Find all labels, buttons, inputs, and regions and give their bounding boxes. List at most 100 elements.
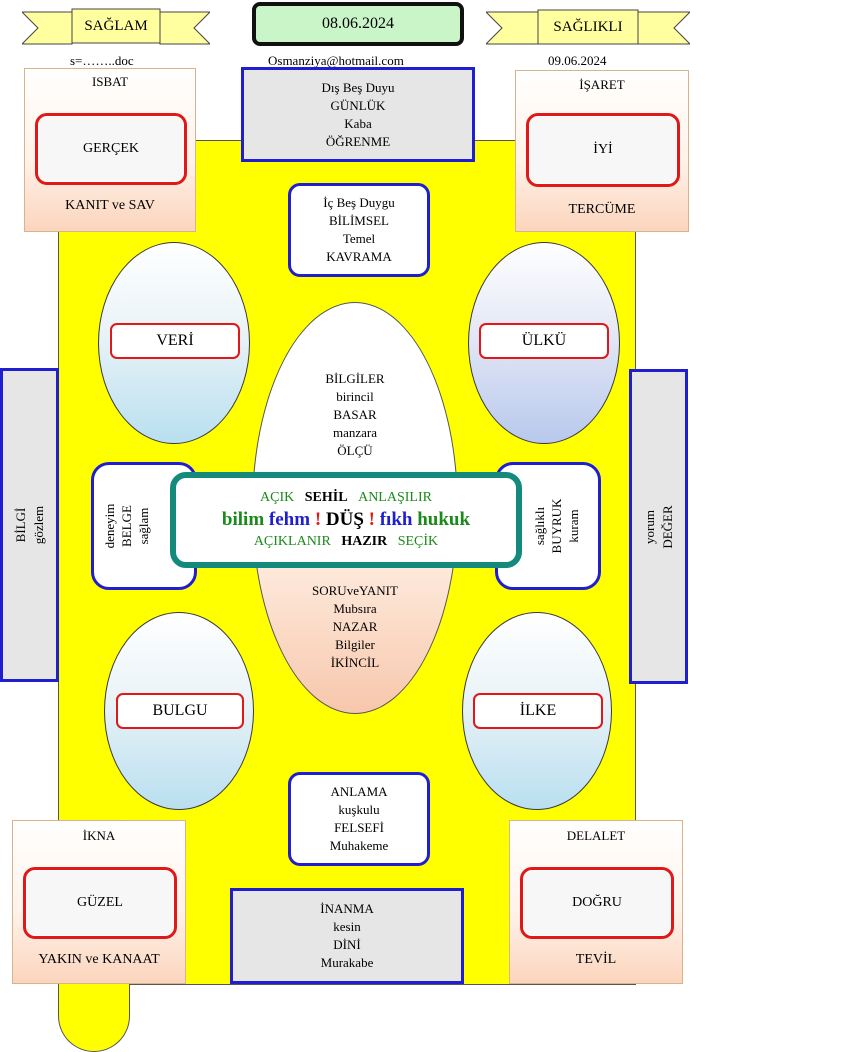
- top-box-line: ÖĞRENME: [325, 133, 391, 149]
- center-word: AÇIKLANIR: [253, 534, 331, 549]
- inner-bottom-line: ANLAMA: [330, 784, 388, 799]
- inner-top-box: İç Beş Duygu BİLİMSEL Temel KAVRAMA: [288, 183, 430, 277]
- right-inner-line: sağlıklı: [531, 506, 547, 546]
- center-word: bilim: [221, 509, 265, 530]
- corner-top-right-footer: TERCÜME: [568, 202, 636, 217]
- center-word: fehm: [268, 509, 311, 530]
- corner-bottom-left-title: İKNA: [82, 828, 116, 843]
- inner-bottom-line: FELSEFİ: [334, 820, 384, 835]
- center-box: AÇIK SEHİL ANLAŞILIR bilim fehm ! DÜŞ ! …: [170, 472, 522, 568]
- corner-top-right-title: İŞARET: [579, 77, 625, 92]
- inner-top-line: KAVRAMA: [326, 249, 392, 264]
- corner-bottom-left-box: GÜZEL: [23, 867, 177, 939]
- center-word: !: [368, 509, 375, 530]
- center-row-3: AÇIKLANIR HAZIR SEÇİK: [254, 532, 438, 552]
- oval-bottom-left-text: BULGU: [152, 702, 208, 719]
- center-word: hukuk: [417, 509, 471, 530]
- oval-top-line: ÖLÇÜ: [337, 443, 373, 458]
- inner-top-line: İç Beş Duygu: [323, 195, 395, 210]
- right-ribbon-banner: [486, 9, 690, 45]
- left-side-line: gözlem: [30, 505, 46, 545]
- right-inner-text: sağlıklı BUYRUK kuram: [526, 466, 586, 586]
- top-box: Dış Beş Duyu GÜNLÜK Kaba ÖĞRENME: [241, 67, 475, 162]
- corner-top-left-center: GERÇEK: [83, 141, 139, 156]
- left-banner-label: SAĞLAM: [84, 17, 148, 34]
- left-ribbon-banner: [22, 8, 210, 45]
- second-date: 09.06.2024: [548, 53, 607, 68]
- oval-bottom-line: SORUveYANIT: [312, 583, 398, 598]
- right-inner-line: BUYRUK: [548, 498, 564, 554]
- corner-bottom-left-footer: YAKIN ve KANAAT: [38, 952, 160, 967]
- oval-top-left-text: VERİ: [156, 332, 194, 349]
- corner-top-right: İŞARET İYİ TERCÜME: [515, 70, 689, 232]
- right-side-line: yorum: [641, 509, 657, 544]
- right-side-text: yorum DEĞER: [634, 382, 684, 672]
- oval-bottom-line: Bilgiler: [335, 637, 375, 652]
- center-word: AÇIK: [260, 490, 295, 505]
- oval-top-line: manzara: [332, 425, 378, 440]
- oval-top-line: BİLGİLER: [325, 371, 385, 386]
- corner-top-right-center: İYİ: [593, 142, 613, 157]
- oval-bottom-left-label: BULGU: [116, 693, 244, 729]
- corner-bottom-right: DELALET DOĞRU TEVİL: [509, 820, 683, 984]
- center-word: SEHİL: [304, 490, 348, 505]
- date-text: 08.06.2024: [322, 15, 394, 32]
- corner-bottom-right-title: DELALET: [566, 828, 626, 843]
- oval-top-line: BASAR: [333, 407, 377, 422]
- corner-top-left-title: ISBAT: [91, 74, 129, 89]
- file-name: s=……..doc: [70, 53, 134, 68]
- top-box-line: Dış Beş Duyu: [321, 79, 395, 95]
- corner-bottom-right-footer: TEVİL: [575, 952, 617, 967]
- central-oval-bottom-text: SORUveYANIT Mubsıra NAZAR Bilgiler İKİNC…: [272, 582, 438, 672]
- center-word: fıkh: [379, 509, 413, 530]
- inner-top-line: Temel: [342, 231, 376, 246]
- bottom-box-line: Murakabe: [320, 955, 374, 970]
- top-box-line: Kaba: [344, 115, 372, 131]
- oval-bottom-line: İKİNCİL: [330, 655, 380, 670]
- email-text: Osmanziya@hotmail.com: [268, 53, 404, 68]
- oval-bottom-line: Mubsıra: [333, 601, 377, 616]
- center-row-1: AÇIK SEHİL ANLAŞILIR: [260, 488, 432, 508]
- left-side-bar: BİLGİ gözlem: [0, 368, 59, 682]
- oval-top-line: birincil: [336, 389, 374, 404]
- right-banner-label: SAĞLIKLI: [553, 18, 623, 35]
- oval-bottom-right-text: İLKE: [519, 702, 557, 719]
- center-word: HAZIR: [341, 534, 388, 549]
- corner-top-left: ISBAT GERÇEK KANIT ve SAV: [24, 68, 196, 232]
- corner-bottom-left-center: GÜZEL: [77, 895, 123, 910]
- top-box-line: GÜNLÜK: [330, 97, 386, 113]
- inner-bottom-box: ANLAMA kuşkulu FELSEFİ Muhakeme: [288, 772, 430, 866]
- left-inner-line: deneyim: [101, 503, 117, 549]
- left-inner-line: sağlam: [135, 507, 151, 545]
- left-side-line: BİLGİ: [12, 507, 28, 543]
- corner-top-right-box: İYİ: [526, 113, 680, 187]
- center-row-2: bilim fehm ! DÜŞ ! fıkh hukuk: [222, 508, 470, 532]
- bottom-box: İNANMA kesin DİNİ Murakabe: [230, 888, 464, 984]
- bottom-box-line: kesin: [333, 919, 361, 934]
- corner-bottom-right-center: DOĞRU: [572, 895, 622, 910]
- bottom-box-line: DİNİ: [333, 937, 361, 952]
- bottom-box-line: İNANMA: [320, 901, 374, 916]
- center-word: DÜŞ: [325, 509, 364, 530]
- center-word: ANLAŞILIR: [358, 490, 432, 505]
- left-inner-line: BELGE: [118, 505, 134, 547]
- oval-top-right-text: ÜLKÜ: [521, 332, 567, 349]
- center-word: SEÇİK: [397, 534, 439, 549]
- corner-top-left-footer: KANIT ve SAV: [65, 198, 155, 213]
- corner-top-left-box: GERÇEK: [35, 113, 187, 185]
- inner-top-line: BİLİMSEL: [329, 213, 389, 228]
- inner-bottom-line: kuşkulu: [338, 802, 380, 817]
- left-inner-text: deneyim BELGE sağlam: [96, 466, 156, 586]
- oval-bottom-line: NAZAR: [332, 619, 378, 634]
- right-side-bar: yorum DEĞER: [629, 369, 688, 684]
- oval-bottom-right-label: İLKE: [473, 693, 603, 729]
- central-oval-top-text: BİLGİLER birincil BASAR manzara ÖLÇÜ: [272, 370, 438, 460]
- right-inner-line: kuram: [565, 509, 581, 543]
- right-side-line: DEĞER: [659, 504, 675, 549]
- center-word: !: [314, 509, 322, 530]
- corner-bottom-right-box: DOĞRU: [520, 867, 674, 939]
- corner-bottom-left: İKNA GÜZEL YAKIN ve KANAAT: [12, 820, 186, 984]
- date-box: 08.06.2024: [252, 2, 464, 46]
- oval-top-left-label: VERİ: [110, 323, 240, 359]
- oval-top-right-label: ÜLKÜ: [479, 323, 609, 359]
